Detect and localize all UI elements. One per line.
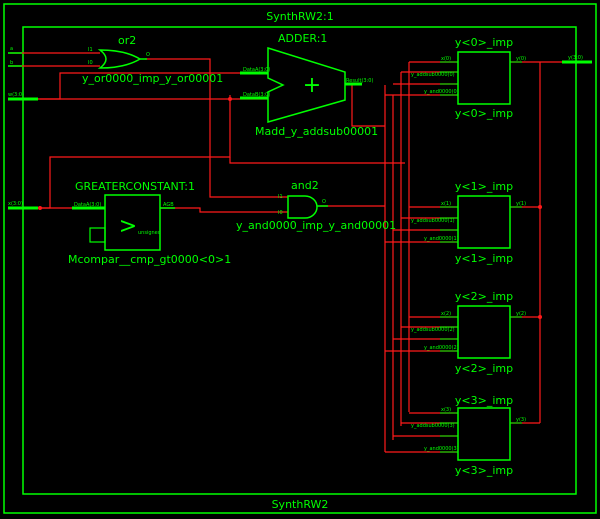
module-title-bottom: SynthRW2 <box>272 498 329 511</box>
adder-pin-b: DataB(3:0) <box>243 92 270 98</box>
block-0-pin-and: y_and0000(0) <box>424 89 459 95</box>
and-pin-i0: I0 <box>278 210 283 216</box>
block-2-pin-and: y_and0000(2) <box>424 345 459 351</box>
adder-pin-out: Result(3:0) <box>346 78 373 84</box>
wire-adder-out <box>345 83 385 127</box>
wire-comp-out <box>160 207 288 213</box>
block-3-pin-and: y_and0000(3) <box>424 446 459 452</box>
block-0-pin-out: y(0) <box>516 56 526 62</box>
block-3-pin-sub: y_addsub0000(3) <box>411 423 455 429</box>
block-3-top-label: y<3>_imp <box>455 394 513 407</box>
and-instance-label: y_and0000_imp_y_and00001 <box>236 219 396 232</box>
comparator-type-label: GREATERCONSTANT:1 <box>75 180 195 193</box>
y-block-0[interactable]: y<0>_imp y<0>_imp x(0) y_addsub0000(0) y… <box>411 36 526 120</box>
module-title-top: SynthRW2:1 <box>266 10 334 23</box>
module-boundary[interactable] <box>22 26 577 495</box>
comparator-symbol: > <box>119 214 137 239</box>
comparator-instance-label: Mcompar__cmp_gt0000<0>1 <box>68 253 231 266</box>
outer-frame <box>3 3 597 514</box>
adder-symbol: + <box>303 73 321 98</box>
or-pin-i0: I0 <box>88 60 93 66</box>
ports: a b w(3:0) x(3:0) y(3:0) <box>8 46 592 210</box>
block-3-pin-out: y(3) <box>516 417 526 423</box>
comparator-pin-a: DataA(3:0) <box>74 202 101 208</box>
wire-x-long <box>229 157 405 164</box>
or-pin-o: O <box>146 52 150 58</box>
block-0-pin-sub: y_addsub0000(0) <box>411 72 455 78</box>
junction-dots <box>38 97 542 319</box>
block-2-pin-out: y(2) <box>516 311 526 317</box>
adder-type-label: ADDER:1 <box>278 32 327 45</box>
block-0-pin-x: x(0) <box>441 56 451 62</box>
comparator-pin-sub: unsigned <box>138 230 161 236</box>
block-3-bottom-label: y<3>_imp <box>455 464 513 477</box>
and-pin-i1: I1 <box>278 194 283 200</box>
block-1-bottom-label: y<1>_imp <box>455 252 513 265</box>
y-block-2[interactable]: y<2>_imp y<2>_imp x(2) y_addsub0000(2) y… <box>411 290 526 375</box>
adder-pin-a: DataA(3:0) <box>243 67 270 73</box>
block-2-pin-x: x(2) <box>441 311 451 317</box>
or-type-label: or2 <box>118 34 136 47</box>
block-0-top-label: y<0>_imp <box>455 36 513 49</box>
port-x-label: x(3:0) <box>8 201 23 207</box>
adder-block[interactable]: + ADDER:1 Madd_y_addsub00001 DataA(3:0) … <box>240 32 378 138</box>
y-block-1[interactable]: y<1>_imp y<1>_imp x(1) y_addsub0000(1) y… <box>411 180 526 265</box>
block-1-top-label: y<1>_imp <box>455 180 513 193</box>
or-gate[interactable]: or2 y_or0000_imp_y_or00001 I1 I0 O <box>82 34 223 85</box>
block-2-pin-sub: y_addsub0000(2) <box>411 327 455 333</box>
comparator-block[interactable]: > GREATERCONSTANT:1 Mcompar__cmp_gt0000<… <box>68 180 231 266</box>
or-pin-i1: I1 <box>88 47 93 53</box>
block-1-pin-and: y_and0000(1) <box>424 236 459 242</box>
wire-or-out <box>145 58 288 198</box>
port-b-label: b <box>10 60 13 66</box>
block-0-bottom-label: y<0>_imp <box>455 107 513 120</box>
and-pin-o: O <box>322 199 326 205</box>
or-instance-label: y_or0000_imp_y_or00001 <box>82 72 223 85</box>
comparator-pin-out: AGB <box>163 202 174 208</box>
port-y-label: y(3:0) <box>568 55 583 61</box>
wires <box>10 52 590 453</box>
port-a-label: a <box>10 46 13 52</box>
block-1-pin-out: y(1) <box>516 201 526 207</box>
block-1-pin-x: x(1) <box>441 201 451 207</box>
port-w-label: w(3:0) <box>8 92 24 98</box>
y-block-3[interactable]: y<3>_imp y<3>_imp x(3) y_addsub0000(3) y… <box>411 394 526 477</box>
and-gate[interactable]: and2 y_and0000_imp_y_and00001 I1 I0 O <box>236 179 396 232</box>
adder-instance-label: Madd_y_addsub00001 <box>255 125 378 138</box>
block-2-bottom-label: y<2>_imp <box>455 362 513 375</box>
block-3-pin-x: x(3) <box>441 407 451 413</box>
and-type-label: and2 <box>291 179 319 192</box>
block-2-top-label: y<2>_imp <box>455 290 513 303</box>
block-1-pin-sub: y_addsub0000(1) <box>411 218 455 224</box>
